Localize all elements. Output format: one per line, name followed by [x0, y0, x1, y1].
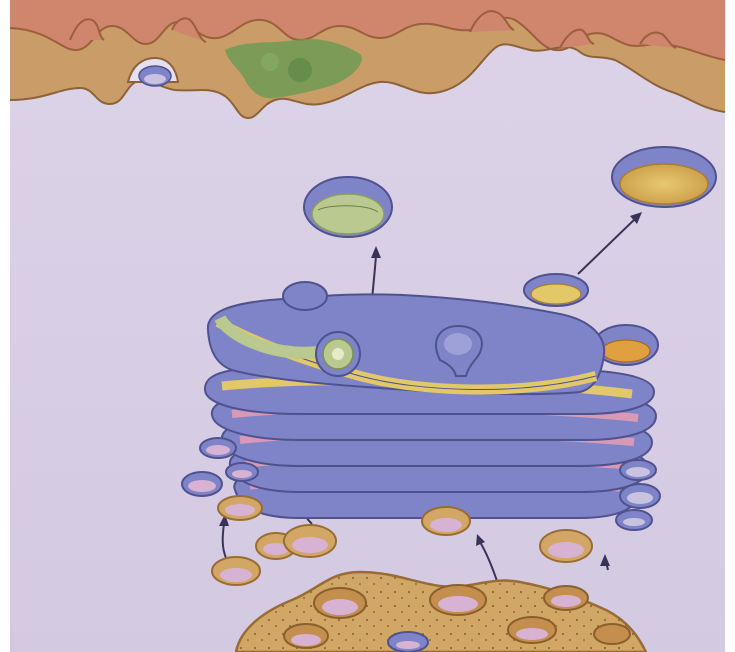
secretory-vesicle-green — [304, 177, 392, 237]
secretory-vesicle-yellow — [612, 147, 716, 207]
transport-vesicle — [524, 274, 588, 306]
